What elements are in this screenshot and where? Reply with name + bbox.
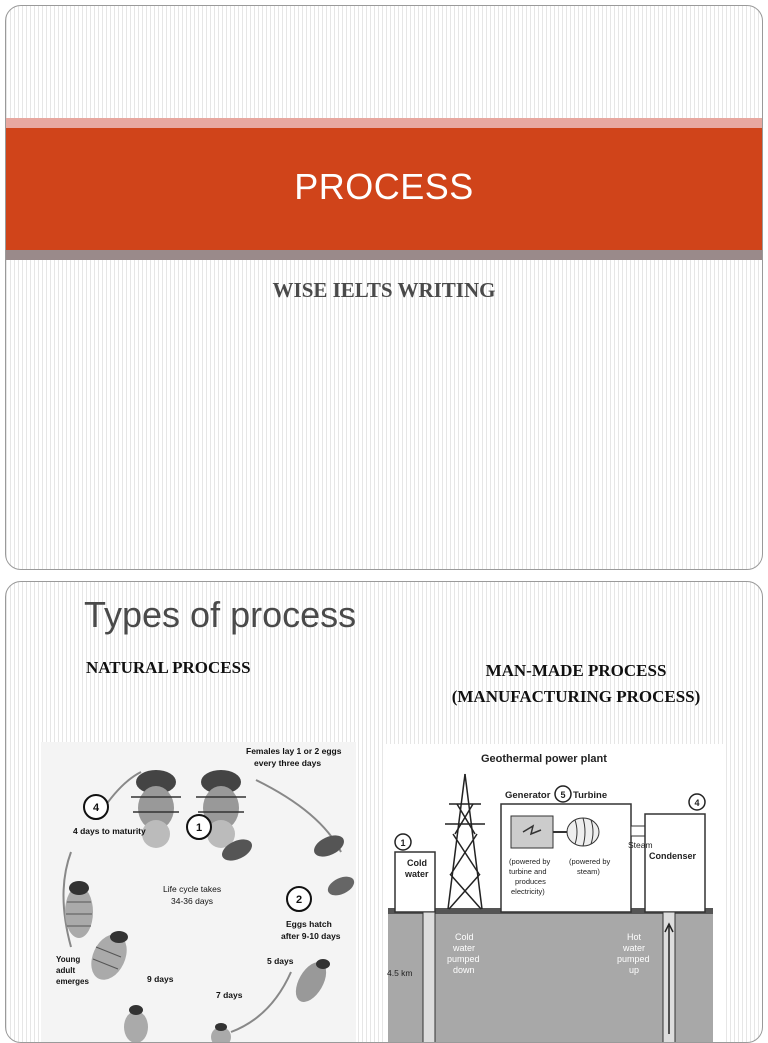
up-label-1: Hot	[627, 932, 642, 942]
ground	[388, 912, 713, 1042]
gen-note-3: produces	[515, 877, 546, 886]
tur-note-1: (powered by	[569, 857, 611, 866]
females-text-2: every three days	[254, 758, 321, 768]
step-5-circle	[554, 785, 572, 803]
lightning-icon	[522, 824, 542, 836]
manmade-label-line1: MAN-MADE PROCESS	[485, 661, 667, 680]
larva-3	[295, 959, 330, 1002]
larva-2	[91, 931, 128, 980]
days-5-text: 5 days	[267, 956, 294, 966]
step-1-circle	[394, 833, 412, 851]
gen-note-1: (powered by	[509, 857, 551, 866]
cold-water-label-1: Cold	[407, 858, 427, 868]
slide-title: PROCESS	[294, 166, 474, 207]
geothermal-diagram: Geothermal power plant Generator Turbin	[383, 744, 723, 1042]
hatch-text-2: after 9-10 days	[281, 931, 341, 941]
step-4-number: 4	[93, 802, 100, 814]
manmade-process-label: MAN-MADE PROCESS (MANUFACTURING PROCESS)	[426, 658, 726, 710]
egg-2	[314, 835, 344, 857]
up-arrow-head	[664, 922, 674, 933]
step-4-number: 4	[694, 798, 699, 808]
larva-1	[65, 881, 93, 938]
hatch-text-1: Eggs hatch	[286, 919, 332, 929]
accent-band-top	[6, 118, 762, 128]
cycle-text-1: Life cycle takes	[163, 884, 221, 894]
days-7-text: 7 days	[216, 990, 243, 1000]
up-label-2: water	[622, 943, 645, 953]
cycle-arrow-3	[62, 851, 72, 948]
tur-note-2: steam)	[577, 867, 600, 876]
accent-band-bottom	[6, 250, 762, 260]
title-band	[6, 128, 762, 250]
step-2-number: 2	[296, 894, 302, 906]
turbine-unit	[566, 817, 600, 847]
adult-flea-2	[196, 770, 246, 848]
pylon-icon	[445, 773, 485, 910]
egg-1	[222, 839, 252, 861]
natural-process-label: NATURAL PROCESS	[86, 658, 251, 677]
geo-title: Geothermal power plant	[481, 753, 607, 765]
cold-water-tank	[394, 851, 436, 913]
cycle-text-2: 34-36 days	[171, 896, 213, 906]
young-text-2: adult	[56, 966, 75, 975]
down-label-1: Cold	[455, 932, 474, 942]
gen-note-2: turbine and	[509, 867, 547, 876]
condenser-label: Condenser	[649, 851, 697, 861]
up-label-4: up	[629, 965, 639, 975]
generator-label: Generator	[505, 790, 551, 801]
step-5-number: 5	[560, 790, 565, 800]
maturity-text: 4 days to maturity	[73, 826, 146, 836]
lifecycle-svg: Females lay 1 or 2 eggs every three days…	[41, 742, 356, 1042]
slide-subtitle: WISE IELTS WRITING	[272, 278, 496, 302]
turbine-label: Turbine	[573, 790, 607, 801]
step-4-circle	[83, 794, 109, 820]
lifecycle-diagram: Females lay 1 or 2 eggs every three days…	[41, 742, 356, 1042]
title-slide: PROCESS WISE IELTS WRITING	[5, 5, 763, 570]
cold-water-label-2: water	[404, 869, 429, 879]
turbine-blades	[574, 817, 594, 847]
depth-label: 4.5 km	[387, 968, 413, 978]
types-slide: Types of process NATURAL PROCESS MAN-MAD…	[5, 581, 763, 1043]
step-1-number: 1	[400, 838, 405, 848]
egg-3	[327, 876, 355, 896]
step-4-circle	[688, 793, 706, 811]
young-text-3: emerges	[56, 977, 89, 986]
steam-label: Steam	[628, 840, 653, 850]
adult-flea-1	[131, 770, 181, 848]
geothermal-svg: Geothermal power plant Generator Turbin	[383, 744, 723, 1042]
manmade-label-line2: (MANUFACTURING PROCESS)	[451, 687, 701, 706]
days-9-text: 9 days	[147, 974, 174, 984]
cold-well	[422, 911, 436, 1042]
step-2-circle	[286, 886, 312, 912]
step-1-number: 1	[196, 822, 202, 834]
slide-title: Types of process	[84, 594, 357, 635]
up-label-3: pumped	[617, 954, 650, 964]
down-label-3: pumped	[447, 954, 480, 964]
down-label-2: water	[452, 943, 475, 953]
step-1-circle	[186, 814, 212, 840]
females-text-1: Females lay 1 or 2 eggs	[246, 746, 342, 756]
condenser-box	[644, 813, 706, 913]
down-label-4: down	[453, 965, 475, 975]
gen-note-4: electricity)	[511, 887, 545, 896]
young-text-1: Young	[56, 955, 80, 964]
